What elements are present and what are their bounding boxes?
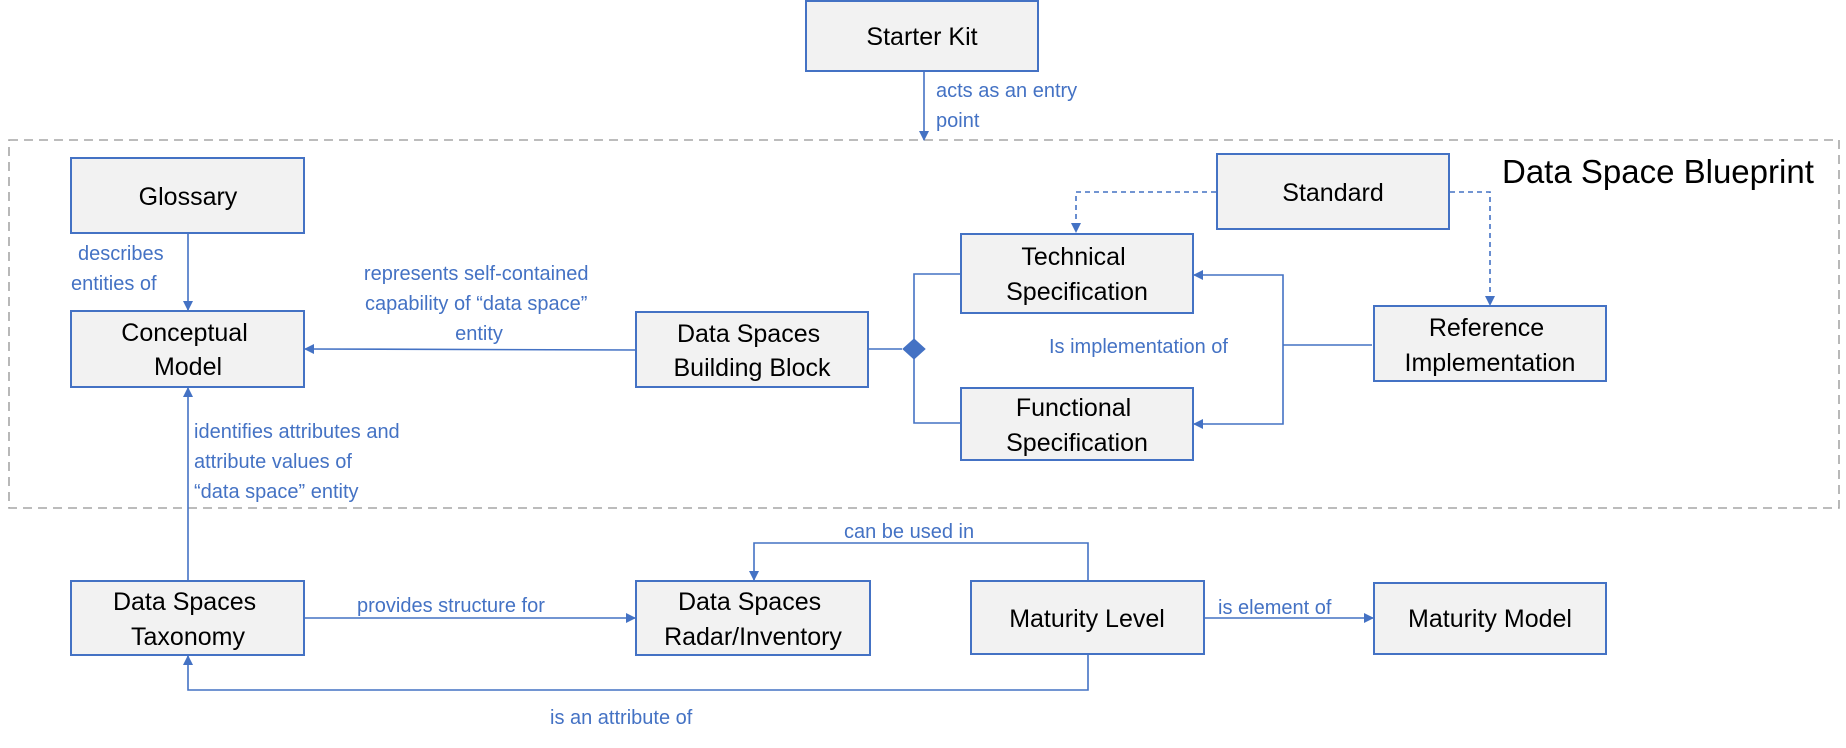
glossary-box: Glossary — [70, 157, 305, 234]
svg-text:Functional Specification: Functional Specification — [1006, 394, 1148, 457]
svg-text:Maturity Level: Maturity Level — [1009, 605, 1165, 633]
maturity-level-box: Maturity Level — [970, 580, 1205, 655]
edge-used-in — [749, 542, 1089, 581]
reference-impl-box: Reference Implementation — [1373, 305, 1607, 382]
label-used-in: can be used in — [844, 521, 974, 543]
svg-text:Standard: Standard — [1282, 179, 1383, 207]
edge-represents — [304, 344, 636, 355]
label-implementation: Is implementation of — [1049, 336, 1228, 358]
svg-text:Maturity Model: Maturity Model — [1408, 605, 1572, 633]
edge-implementation-technical — [1193, 270, 1284, 345]
edge-implementation-functional — [1193, 345, 1284, 429]
composition-diamond — [902, 338, 926, 360]
edge-attribute-of — [183, 655, 1089, 691]
svg-text:Technical Specification: Technical Specification — [1006, 243, 1148, 306]
svg-text:Data Spaces Building Blo: Data Spaces Building Block — [673, 320, 831, 382]
svg-text:Glossary: Glossary — [139, 183, 238, 211]
label-attribute-of: is an attribute of — [550, 707, 693, 729]
label-element-of: is element of — [1218, 597, 1332, 619]
standard-box: Standard — [1216, 153, 1450, 230]
edge-standard-reference — [1450, 191, 1495, 306]
taxonomy-box: Data Spaces Taxonomy — [70, 580, 305, 656]
maturity-model-box: Maturity Model — [1373, 582, 1607, 655]
technical-spec-box: Technical Specification — [960, 233, 1194, 314]
label-represents: represents self-contained capability of … — [364, 263, 594, 345]
conceptual-model-box: Conceptual Model — [70, 310, 305, 388]
edge-standard-technical — [1071, 191, 1216, 233]
edge-labels: acts as an entry point describes entitie… — [71, 80, 1332, 729]
label-provides: provides structure for — [357, 595, 545, 617]
label-identifies: identifies attributes and attribute valu… — [194, 421, 405, 503]
svg-text:Data Spaces Taxonomy: Data Spaces Taxonomy — [113, 588, 263, 651]
svg-text:Starter Kit: Starter Kit — [866, 23, 977, 51]
radar-box: Data Spaces Radar/Inventory — [635, 580, 871, 656]
svg-text:Conceptual Model: Conceptual Model — [121, 319, 254, 381]
blueprint-title: Data Space Blueprint — [1502, 153, 1814, 190]
building-block-box: Data Spaces Building Block — [635, 311, 869, 388]
functional-spec-box: Functional Specification — [960, 387, 1194, 461]
connectors — [183, 71, 1495, 691]
starter-kit-box: Starter Kit — [805, 0, 1039, 72]
svg-text:Reference Implementation: Reference Implementation — [1405, 314, 1576, 377]
svg-text:Data Spaces Radar/Invent: Data Spaces Radar/Inventory — [664, 588, 842, 651]
label-describes: describes entities of — [71, 243, 169, 295]
label-entry-point: acts as an entry point — [936, 80, 1083, 132]
